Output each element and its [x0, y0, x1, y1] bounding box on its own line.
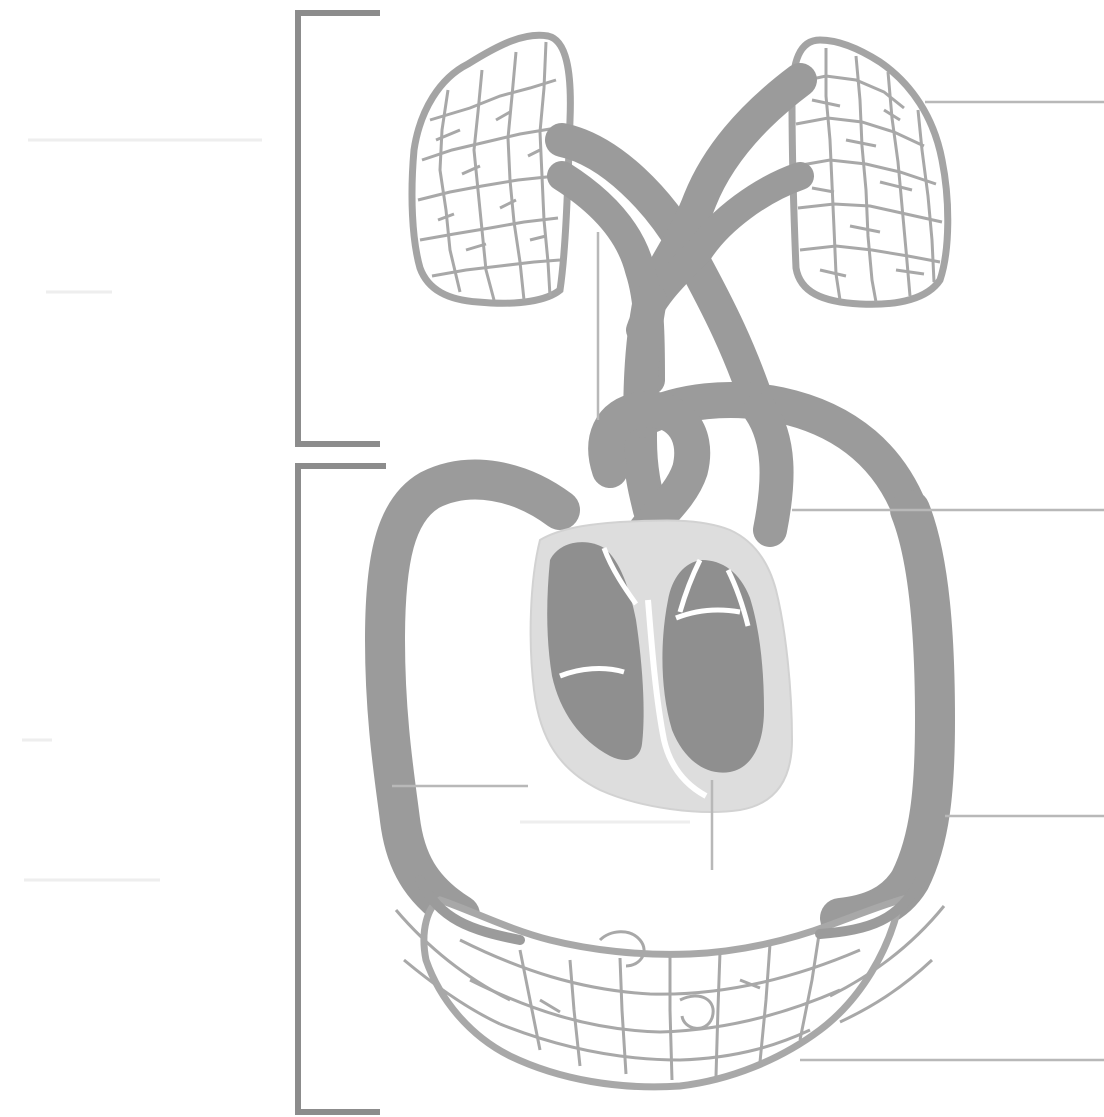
pulmonary-circuit-bracket — [298, 13, 380, 444]
lung-left-icon — [412, 35, 570, 303]
heart-icon — [531, 520, 792, 811]
body-capillary-bed-icon — [396, 880, 944, 1087]
